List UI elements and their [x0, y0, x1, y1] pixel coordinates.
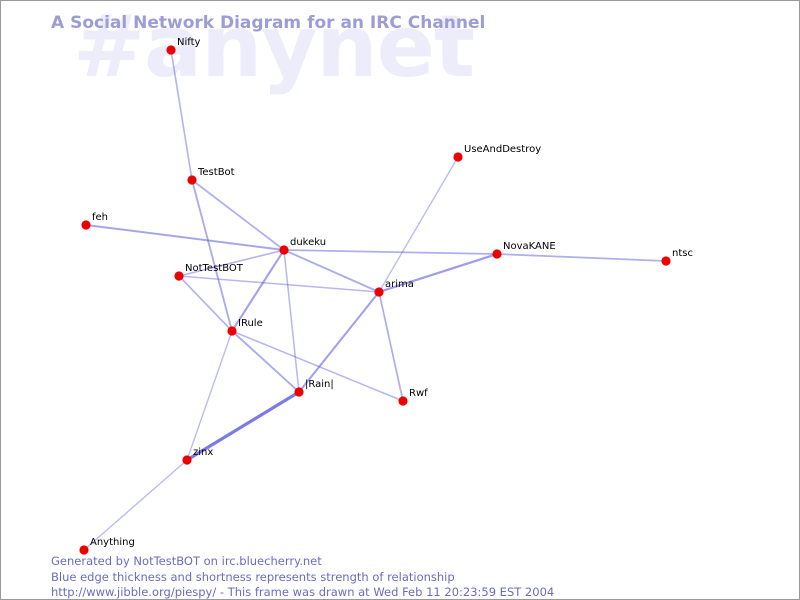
node-label-feh: feh	[92, 212, 108, 223]
edge-IRule-Rwf	[231, 330, 404, 402]
node-ntsc	[661, 256, 671, 266]
node-feh	[81, 220, 91, 230]
node-label-TestBot: TestBot	[197, 167, 235, 178]
edge-UseAndDestroy-arima	[378, 156, 459, 293]
node-zinx	[182, 455, 192, 465]
edge-feh-dukeku	[85, 224, 285, 251]
edge-dukeku-Rain	[283, 249, 300, 393]
node-label-Nifty: Nifty	[177, 37, 201, 48]
footer-url-timestamp: http://www.jibble.org/piespy/ - This fra…	[51, 585, 555, 599]
node-label-NovaKANE: NovaKANE	[503, 241, 556, 252]
edge-IRule-Rain	[231, 330, 300, 393]
node-label-IRule: IRule	[238, 318, 263, 329]
channel-watermark: #anynet	[73, 0, 475, 97]
node-label-zinx: zinx	[193, 447, 213, 458]
node-label-Rain: |Rain|	[305, 379, 334, 390]
edge-zinx-Anything	[83, 459, 188, 551]
edge-NovaKANE-ntsc	[496, 253, 667, 262]
edge-dukeku-arima	[283, 249, 380, 293]
edge-layer	[83, 49, 667, 551]
footer-legend: Blue edge thickness and shortness repres…	[51, 570, 455, 584]
edge-NotTestBOT-arima	[178, 275, 380, 293]
node-Rain	[294, 387, 304, 397]
edge-arima-Rwf	[378, 291, 404, 402]
edge-IRule-zinx	[186, 330, 233, 461]
node-label-Anything: Anything	[90, 537, 135, 548]
footer-generated-by: Generated by NotTestBOT on irc.bluecherr…	[51, 554, 322, 568]
node-label-UseAndDestroy: UseAndDestroy	[464, 144, 541, 155]
edge-NovaKANE-arima	[377, 252, 499, 294]
diagram-title: A Social Network Diagram for an IRC Chan…	[51, 13, 486, 33]
node-layer	[79, 45, 671, 555]
node-Anything	[79, 545, 89, 555]
node-label-arima: arima	[385, 279, 414, 290]
node-NotTestBOT	[174, 271, 184, 281]
edge-dukeku-NovaKANE	[283, 249, 498, 255]
node-dukeku	[279, 245, 289, 255]
node-UseAndDestroy	[453, 152, 463, 162]
edge-dukeku-NotTestBOT	[178, 249, 285, 277]
node-label-dukeku: dukeku	[290, 237, 326, 248]
edge-TestBot-dukeku	[191, 179, 285, 251]
node-label-Rwf: Rwf	[409, 388, 428, 399]
node-Nifty	[166, 45, 176, 55]
edge-TestBot-IRule	[191, 179, 233, 332]
edge-Rain-zinx	[185, 390, 301, 462]
edge-NotTestBOT-IRule	[178, 275, 233, 332]
node-arima	[374, 287, 384, 297]
node-label-NotTestBOT: NotTestBOT	[185, 263, 244, 274]
edge-Nifty-TestBot	[170, 49, 193, 181]
node-TestBot	[187, 175, 197, 185]
edge-dukeku-IRule	[230, 248, 286, 333]
node-label-ntsc: ntsc	[672, 248, 693, 259]
node-IRule	[227, 326, 237, 336]
edge-arima-Rain	[297, 290, 381, 394]
node-NovaKANE	[492, 249, 502, 259]
node-Rwf	[398, 396, 408, 406]
